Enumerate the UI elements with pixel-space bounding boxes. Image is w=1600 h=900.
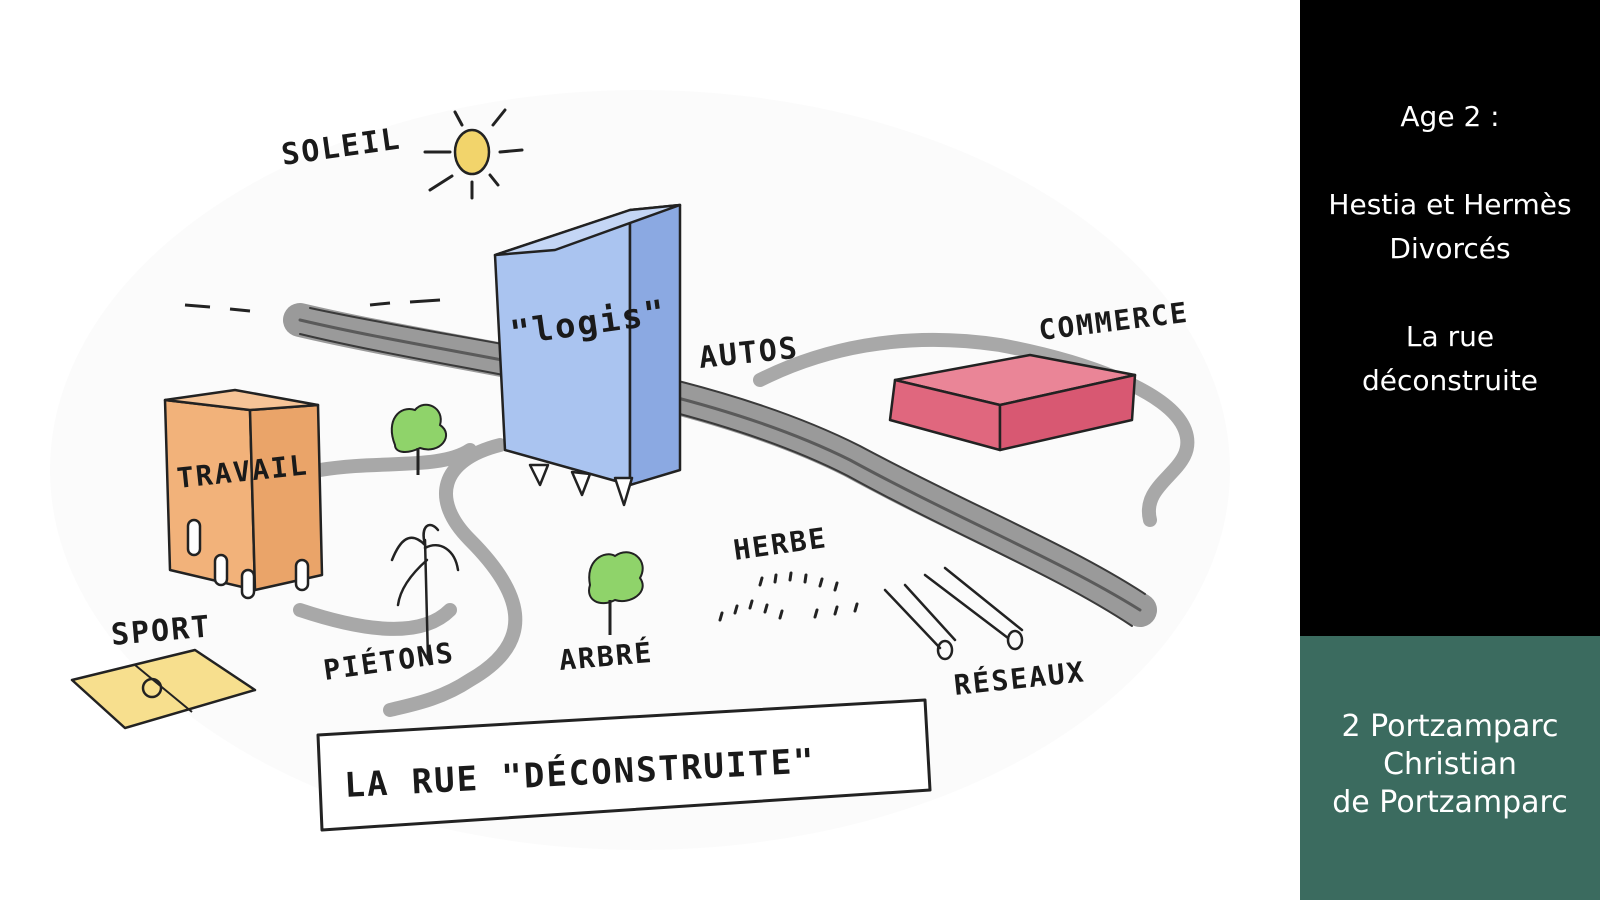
credit-line3: de Portzamparc bbox=[1332, 785, 1568, 820]
label-sport: SPORT bbox=[110, 609, 213, 653]
age-label: Age 2 : bbox=[1400, 100, 1500, 133]
spacer bbox=[1300, 0, 1600, 95]
sport-field bbox=[70, 648, 257, 730]
credit-line1: 2 Portzamparc bbox=[1341, 709, 1559, 744]
caption-box: LA RUE "DÉCONSTRUITE" bbox=[316, 698, 932, 832]
logis-tower bbox=[493, 203, 682, 507]
credit-line2: Christian bbox=[1383, 747, 1517, 782]
sidebar-info: Age 2 : Hestia et Hermès Divorcés La rue… bbox=[1300, 0, 1600, 636]
subtitle-line4: déconstruite bbox=[1361, 364, 1539, 397]
spacer bbox=[1300, 636, 1600, 708]
spacer bbox=[1300, 271, 1600, 315]
highway bbox=[283, 303, 1157, 627]
tree-icon bbox=[588, 551, 644, 635]
sidebar-credit: 2 Portzamparc Christian de Portzamparc bbox=[1300, 636, 1600, 900]
sun-icon bbox=[423, 108, 524, 200]
commerce-building bbox=[888, 353, 1137, 452]
subtitle-line2: Divorcés bbox=[1389, 232, 1511, 265]
subtitle-line1: Hestia et Hermès bbox=[1328, 188, 1572, 221]
travail-building bbox=[163, 388, 324, 600]
label-arbre: ARBRÉ bbox=[558, 635, 655, 677]
spacer bbox=[1300, 139, 1600, 183]
networks-pipes bbox=[883, 566, 1024, 661]
grass-marks bbox=[718, 571, 859, 622]
horizon-dashes bbox=[184, 298, 441, 313]
subtitle-line3: La rue bbox=[1405, 320, 1495, 353]
palm-tree-icon bbox=[390, 523, 460, 662]
tree-icon bbox=[390, 403, 447, 475]
street-sketch: SOLEIL "logis" AUTOS COMMERCE TRAVAIL bbox=[70, 108, 1195, 832]
pedestrian-paths bbox=[293, 438, 523, 717]
